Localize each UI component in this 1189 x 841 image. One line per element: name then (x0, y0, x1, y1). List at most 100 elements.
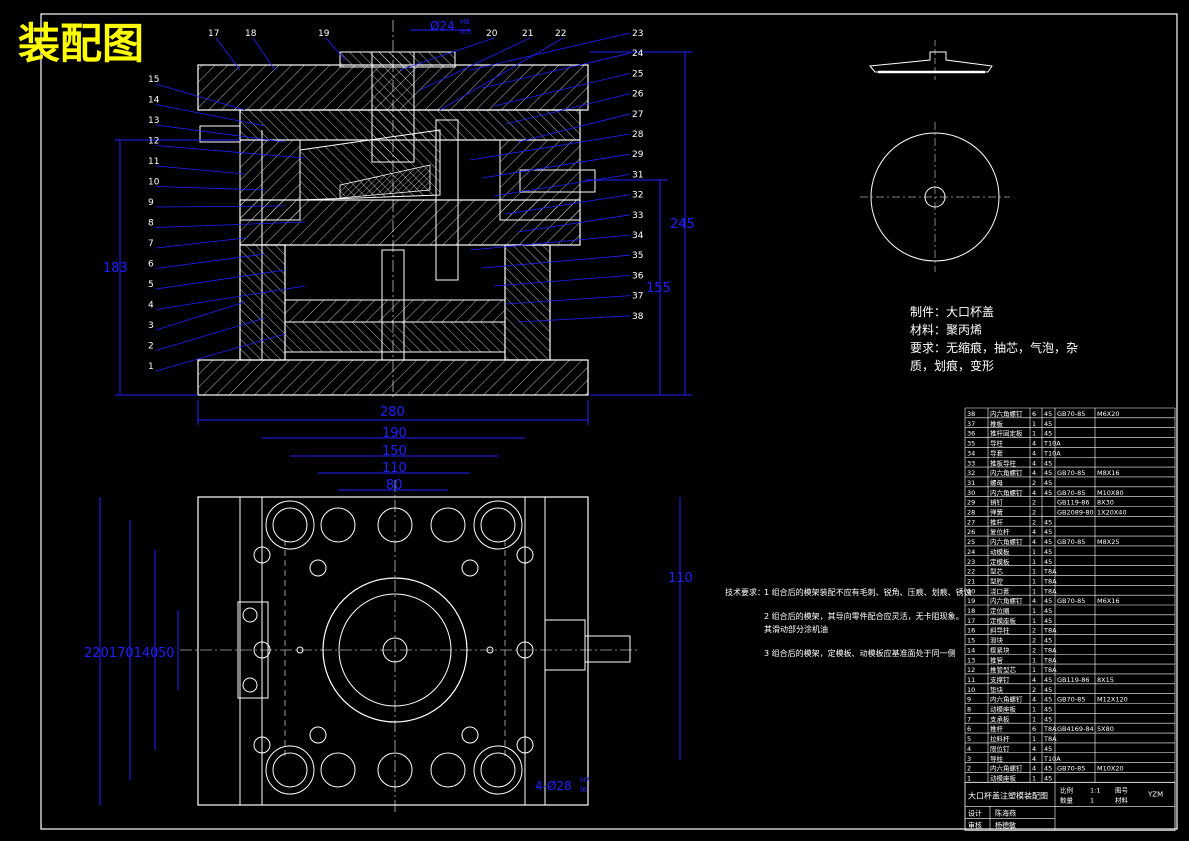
bom-footer-cell: 1 (1090, 796, 1094, 804)
balloon-33: 33 (632, 211, 643, 221)
balloon-36: 36 (632, 271, 644, 281)
guide-hole-outer (265, 500, 315, 550)
screw-hole (377, 507, 413, 543)
bom-cell: 37 (967, 420, 975, 428)
balloon-21: 21 (522, 29, 533, 39)
cylinder-rod-plan (584, 635, 631, 663)
bom-cell: 内六角螺钉 (990, 695, 1023, 704)
balloon-2: 2 (148, 342, 154, 352)
bom-cell: 32 (967, 469, 975, 477)
bom-cell: 4 (1032, 449, 1036, 457)
pin-hole (253, 736, 271, 754)
bom-cell: 45 (1044, 715, 1052, 723)
bom-cell: 45 (1044, 538, 1052, 546)
bom-cell: 27 (967, 518, 975, 526)
bom-cell: T8A (1043, 587, 1057, 595)
bom-cell: 1 (1032, 577, 1036, 585)
bom-cell: 推管 (990, 655, 1004, 664)
pin-hole (516, 641, 534, 659)
bom-cell: 拉料杆 (990, 734, 1010, 743)
bom-cell: 动模板 (990, 547, 1010, 556)
balloon-9: 9 (148, 198, 154, 208)
fit-f6: f6 (580, 786, 587, 794)
screw-hole (430, 507, 466, 543)
bom-cell: 导柱 (990, 439, 1004, 448)
bom-cell: T8A (1043, 666, 1057, 674)
bom-cell: 滑块 (990, 636, 1004, 645)
balloon-22: 22 (555, 29, 566, 39)
dim-183: 183 (103, 261, 128, 276)
bom-cell: 45 (1044, 469, 1052, 477)
bom-footer-cell: 比例 (1060, 785, 1073, 794)
bom-cell: 定位圈 (990, 606, 1010, 615)
balloon-18: 18 (245, 29, 257, 39)
dim-150: 150 (382, 444, 407, 459)
bom-cell: M8X25 (1097, 538, 1119, 546)
bom-cell: 16 (967, 627, 975, 635)
pin-hole (309, 726, 327, 744)
bom-cell: 28 (967, 509, 975, 517)
bom-cell: 4 (1032, 469, 1036, 477)
dim-left-50: 50 (158, 646, 175, 661)
bom-cell: M12X120 (1097, 696, 1128, 704)
bom-cell: 45 (1044, 637, 1052, 645)
guide-hole-inner (480, 507, 516, 543)
balloon-35: 35 (632, 251, 643, 261)
dim-280: 280 (380, 405, 405, 420)
bom-cell: 4 (1032, 745, 1036, 753)
bom-cell: GB70-85 (1057, 765, 1085, 773)
drawing-border (40, 13, 1178, 830)
bom-cell: 11 (967, 676, 975, 684)
bom-designer: 陈海燕 (995, 808, 1016, 817)
guide-pin (435, 119, 459, 281)
bom-cell: 5 (967, 735, 971, 743)
bom-cell: 推板 (990, 419, 1004, 428)
bom-footer-cell: 材料 (1115, 795, 1129, 804)
bom-cell: 4 (1032, 489, 1036, 497)
balloon-28: 28 (632, 130, 644, 140)
balloon-19: 19 (318, 29, 330, 39)
bom-cell: 4 (1032, 765, 1036, 773)
plan-holes (242, 500, 534, 795)
bom-cell: 型芯 (990, 567, 1004, 576)
bom-cell: 21 (967, 577, 975, 585)
bom-title: 大口杯盖注塑模装配图 (968, 790, 1048, 800)
bom-cell: 1 (1032, 706, 1036, 714)
molded-part (339, 164, 431, 199)
bom-cell: 45 (1044, 430, 1052, 438)
bom-cell: 1 (1032, 735, 1036, 743)
section-view (197, 20, 596, 400)
balloon-7: 7 (148, 239, 154, 249)
bom-cell: 22 (967, 568, 975, 576)
side-cylinder (519, 169, 596, 193)
bom-cell: 45 (1044, 420, 1052, 428)
balloon-6: 6 (148, 260, 154, 270)
bom-cell: 4 (1032, 440, 1036, 448)
bom-cell: 垫块 (990, 685, 1004, 694)
bom-cell: GB4169-84 (1057, 725, 1094, 733)
screw-hole (320, 752, 356, 788)
bom-checker: 杨德敏 (995, 820, 1016, 829)
bom-cell: GB70-85 (1057, 696, 1085, 704)
bom-cell: M6X20 (1097, 410, 1119, 418)
bom-cell: 20 (967, 587, 975, 595)
bom-footer-cell: 图号 (1115, 786, 1129, 794)
bom-cell: GB119-86 (1057, 499, 1090, 507)
balloon-1: 1 (148, 362, 154, 372)
bom-cell: 9 (967, 696, 971, 704)
cooling-nozzle (199, 125, 241, 143)
bom-cell: 内六角螺钉 (990, 409, 1023, 418)
bom-cell: 12 (967, 666, 975, 674)
ejector-hole (486, 646, 494, 654)
bom-cell: 4 (1032, 676, 1036, 684)
part-material: 材料：聚丙烯 (910, 323, 982, 337)
bom-cell: 2 (1032, 499, 1036, 507)
bom-cell: 29 (967, 499, 975, 507)
balloon-25: 25 (632, 69, 643, 79)
bom-cell: GB70-85 (1057, 489, 1085, 497)
bom-cell: 1 (967, 774, 971, 782)
bom-cell: 限位钉 (990, 744, 1010, 753)
bom-cell: 5X80 (1097, 725, 1114, 733)
balloon-17: 17 (208, 29, 219, 39)
dim-245: 245 (670, 217, 695, 232)
